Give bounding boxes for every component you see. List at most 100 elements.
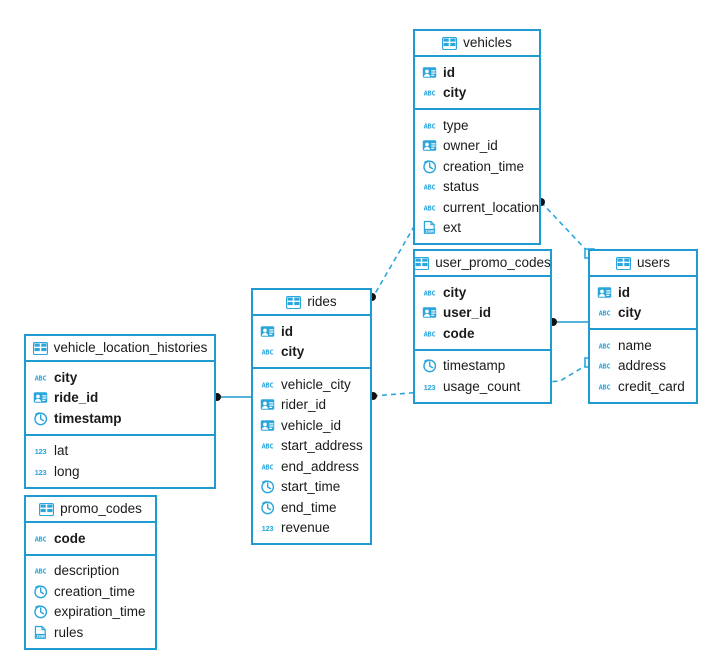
column-label: creation_time (54, 583, 136, 599)
column-row[interactable]: creation_time (26, 581, 155, 602)
primary-key-label: id (618, 284, 630, 300)
column-label: owner_id (443, 138, 498, 153)
primary-key-label: code (54, 530, 86, 546)
svg-text:ABC: ABC (262, 349, 274, 357)
edge-user-promo-codes-users[interactable] (549, 318, 589, 326)
column-row[interactable]: timestamp (415, 356, 550, 377)
123-number-icon: 123 (33, 464, 48, 479)
table-header-vehicle_location_histories[interactable]: vehicle_location_histories (26, 336, 214, 362)
table-header-promo_codes[interactable]: promo_codes (26, 497, 155, 523)
column-row[interactable]: ABC credit_card (590, 376, 696, 397)
edge-vehicle-location-histories-rides[interactable] (213, 393, 252, 401)
column-row[interactable]: start_time (253, 477, 370, 498)
column-row[interactable]: expiration_time (26, 602, 155, 623)
svg-text:ABC: ABC (35, 568, 47, 576)
abc-string-icon: ABC (597, 338, 612, 353)
column-label: end_address (281, 458, 360, 474)
svg-text:JSON: JSON (425, 229, 434, 234)
table-header-vehicles[interactable]: vehicles (415, 31, 539, 57)
primary-key-row[interactable]: ride_id (26, 388, 214, 409)
column-label: creation_time (443, 158, 525, 174)
abc-string-icon: ABC (597, 305, 612, 320)
primary-key-label: city (443, 284, 467, 300)
svg-text:ABC: ABC (424, 184, 436, 192)
id-card-icon (260, 324, 275, 339)
column-label: timestamp (443, 358, 506, 373)
table-header-users[interactable]: users (590, 251, 696, 277)
column-label: start_time (281, 479, 341, 494)
primary-key-label: code (443, 325, 475, 341)
svg-text:ABC: ABC (262, 443, 274, 451)
column-label: vehicle_id (281, 417, 342, 433)
column-row[interactable]: ABC description (26, 561, 155, 582)
column-label: ext (443, 220, 462, 235)
svg-text:123: 123 (262, 524, 274, 533)
column-label: credit_card (618, 378, 685, 394)
svg-text:ABC: ABC (424, 122, 436, 130)
column-row[interactable]: end_time (253, 497, 370, 518)
primary-key-row[interactable]: timestamp (26, 408, 214, 429)
table-title: vehicles (463, 35, 512, 51)
column-row[interactable]: creation_time (415, 156, 539, 177)
primary-key-row[interactable]: id (590, 282, 696, 303)
clock-icon (33, 584, 48, 599)
abc-string-icon: ABC (260, 459, 275, 474)
column-label: lat (54, 443, 69, 458)
json-document-icon: JSON (33, 625, 48, 640)
abc-string-icon: ABC (597, 379, 612, 394)
column-row[interactable]: vehicle_id (253, 415, 370, 436)
column-label: start_address (281, 438, 363, 453)
column-row[interactable]: ABC current_location (415, 197, 539, 218)
abc-string-icon: ABC (260, 344, 275, 359)
svg-text:123: 123 (424, 383, 436, 392)
primary-key-row[interactable]: user_id (415, 303, 550, 324)
primary-key-row[interactable]: ABC code (415, 323, 550, 344)
column-row[interactable]: ABC start_address (253, 436, 370, 457)
table-icon (39, 502, 55, 516)
column-row[interactable]: rider_id (253, 395, 370, 416)
123-number-icon: 123 (422, 379, 437, 394)
primary-key-label: ride_id (54, 390, 99, 405)
abc-string-icon: ABC (422, 85, 437, 100)
column-row[interactable]: owner_id (415, 136, 539, 157)
primary-key-row[interactable]: id (415, 62, 539, 83)
abc-string-icon: ABC (422, 326, 437, 341)
svg-text:ABC: ABC (424, 204, 436, 212)
table-header-rides[interactable]: rides (253, 290, 370, 316)
column-label: current_location (443, 199, 540, 215)
column-row[interactable]: JSON ext (415, 218, 539, 239)
primary-key-label: timestamp (54, 410, 122, 426)
primary-key-row[interactable]: ABC city (415, 282, 550, 303)
primary-key-row[interactable]: id (253, 321, 370, 342)
abc-string-icon: ABC (422, 179, 437, 194)
column-label: description (54, 563, 120, 578)
id-card-icon (422, 138, 437, 153)
column-row[interactable]: ABC end_address (253, 456, 370, 477)
column-label: end_time (281, 499, 337, 515)
abc-string-icon: ABC (422, 285, 437, 300)
table-header-user_promo_codes[interactable]: user_promo_codes (414, 251, 551, 277)
